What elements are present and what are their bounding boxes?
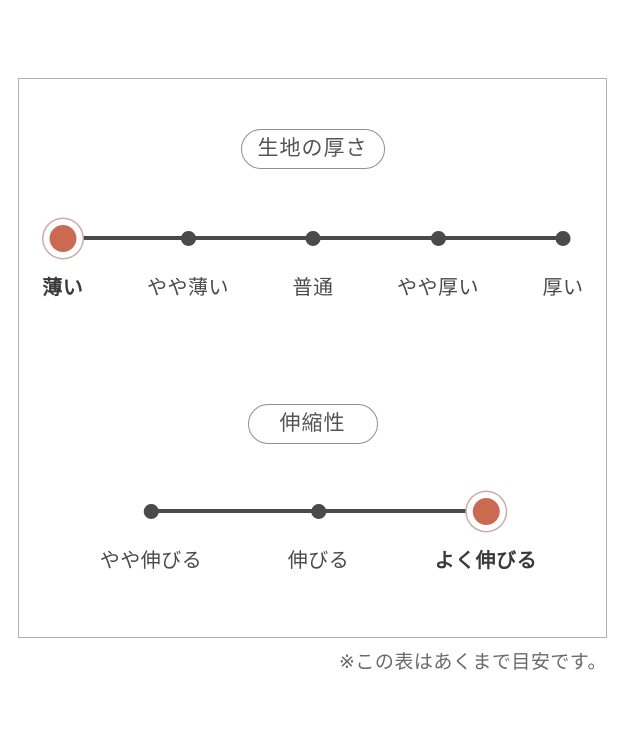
scale-point <box>430 230 446 246</box>
scale-dot-marker <box>49 224 77 252</box>
thickness-option-yaya-usui: やや薄い <box>147 230 229 299</box>
spec-chart-box: 生地の厚さ 薄い やや薄い 普通 <box>18 78 607 638</box>
scale-dot-marker <box>472 497 500 525</box>
scale-point <box>143 503 159 519</box>
thickness-title: 生地の厚さ <box>257 137 368 160</box>
stretch-title: 伸縮性 <box>279 412 346 435</box>
stretch-option-yoku-nobiru: よく伸びる <box>434 497 538 572</box>
scale-option-label: やや厚い <box>397 276 479 299</box>
stretch-option-yaya-nobiru: やや伸びる <box>99 503 203 572</box>
scale-point <box>472 497 500 525</box>
scale-point <box>305 230 321 246</box>
stretch-title-pill: 伸縮性 <box>247 404 378 444</box>
thickness-option-usui: 薄い <box>42 224 84 299</box>
scale-dot-marker <box>305 230 321 246</box>
scale-option-label: 厚い <box>542 276 584 299</box>
scale-option-label: 普通 <box>292 276 334 299</box>
scale-dot-marker <box>555 230 571 246</box>
scale-dot-marker <box>180 230 196 246</box>
scale-point <box>49 224 77 252</box>
disclaimer-footnote: ※この表はあくまで目安です。 <box>338 652 607 673</box>
thickness-option-atsui: 厚い <box>542 230 584 299</box>
scale-dot-marker <box>143 503 159 519</box>
thickness-option-yaya-atsui: やや厚い <box>397 230 479 299</box>
thickness-title-pill: 生地の厚さ <box>240 129 385 169</box>
scale-point <box>311 503 326 519</box>
scale-option-label: 薄い <box>42 276 84 299</box>
thickness-title-row: 生地の厚さ <box>19 129 606 169</box>
thickness-option-futsuu: 普通 <box>292 230 334 299</box>
stretch-option-nobiru: 伸びる <box>287 503 350 572</box>
scale-point <box>555 230 571 246</box>
scale-point <box>180 230 196 246</box>
scale-option-label: やや薄い <box>147 276 229 299</box>
scale-dot-marker <box>430 230 446 246</box>
scale-option-label: よく伸びる <box>434 549 538 572</box>
scale-option-label: やや伸びる <box>99 549 203 572</box>
scale-option-label: 伸びる <box>287 549 350 572</box>
scale-dot-marker <box>311 503 326 519</box>
stretch-title-row: 伸縮性 <box>19 404 606 444</box>
